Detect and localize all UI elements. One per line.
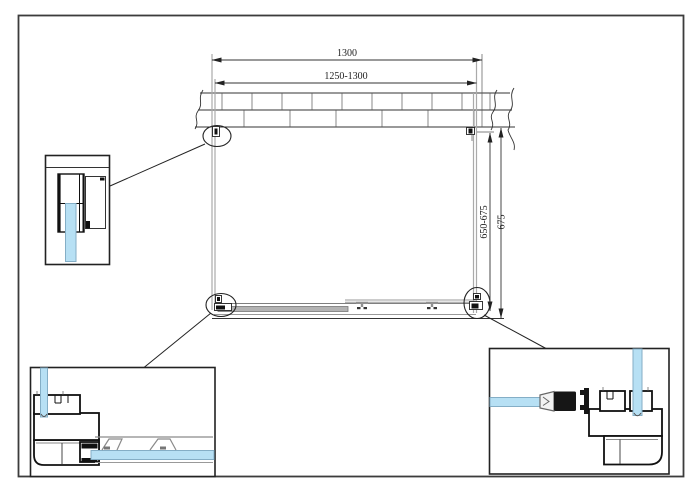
glass-clip (40, 413, 48, 417)
fitting-top-left (212, 126, 220, 137)
wall-break-right-outer (507, 87, 515, 151)
bottom-rail-assembly (212, 299, 504, 319)
dimension-label: 1250-1300 (324, 71, 367, 82)
dimension-side-overall: 675 (497, 127, 508, 319)
dimension-label: 675 (497, 215, 508, 230)
glass-clip (633, 412, 642, 417)
glass-panel-side-section (632, 348, 643, 416)
dimension-top-overall: 1300 (211, 48, 483, 63)
wall-break-left (194, 89, 204, 130)
callout-leader-bottom-left (143, 312, 212, 368)
fitting-bottom-right (469, 293, 483, 310)
wall-section (194, 87, 515, 151)
glass-panel-door-section (90, 450, 215, 460)
glass-panel-door-section (489, 397, 541, 407)
glass-panel-in-wall-profile (65, 203, 77, 262)
dimension-side-adjustable: 650-675 (477, 131, 494, 312)
roller-bracket (426, 301, 438, 310)
fitting-top-right (466, 127, 475, 141)
callout-leader-bottom-right (483, 314, 547, 349)
callout-circle-top-left (202, 124, 232, 148)
sheet-border (17, 14, 685, 478)
dimension-label: 650-675 (479, 205, 490, 238)
detail-view-bottom-left-corner (29, 366, 216, 478)
wall-break-right-inner (490, 89, 498, 131)
dimension-label: 1300 (337, 48, 357, 59)
callout-leader-top-left (109, 143, 206, 187)
callout-circle-bottom-right (463, 286, 491, 320)
callout-circle-bottom-left (205, 292, 237, 318)
glass-panel-side-section (40, 367, 48, 418)
roller-carriage (101, 438, 123, 451)
sliding-door-panel (217, 306, 349, 312)
detail-view-bottom-right-corner (488, 347, 670, 475)
fitting-bottom-left (214, 295, 232, 311)
roller-bracket (356, 301, 368, 310)
dimension-top-adjustable: 1250-1300 (214, 71, 477, 86)
jamb-connector (580, 388, 589, 414)
detail-view-wall-profile (44, 154, 111, 266)
roller-carriage (149, 438, 177, 451)
magnet-seal-profile (554, 391, 576, 411)
seal-jaw (539, 390, 555, 412)
